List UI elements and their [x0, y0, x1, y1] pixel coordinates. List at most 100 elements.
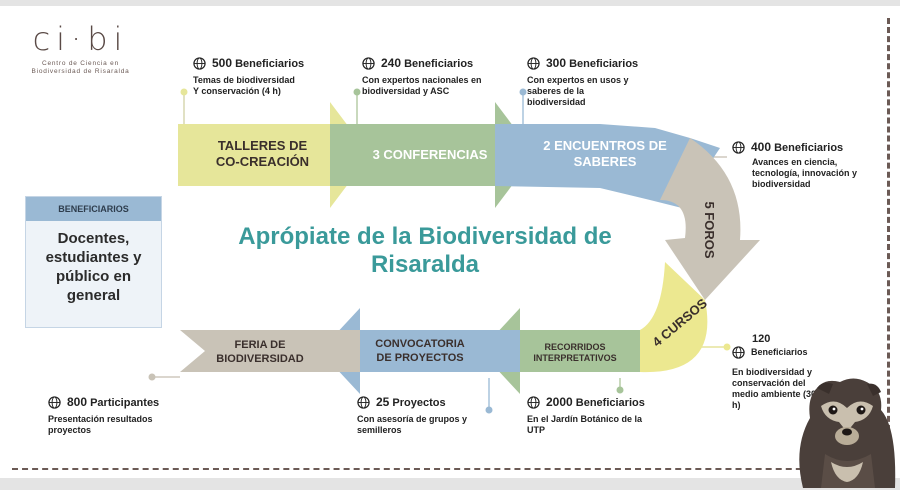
note-desc-line: En biodiversidad y [732, 367, 813, 377]
note-unit: Beneficiarios [774, 142, 844, 154]
note-desc-line: Avances en ciencia, [752, 157, 838, 167]
connector-dot [616, 386, 624, 394]
logo-word: ci·bi [32, 20, 129, 58]
arrow-label-line: RECORRIDOS [544, 342, 606, 352]
note-desc-line: biodiversidad [527, 97, 586, 107]
right-dashed-border [887, 18, 890, 458]
note-unit: Beneficiarios [751, 347, 808, 357]
connector-dot [723, 343, 731, 351]
note-desc-line: saberes de la [527, 86, 585, 96]
note-desc-line: medio ambiente (30 [732, 389, 817, 399]
arrow-label-line: INTERPRETATIVOS [533, 353, 617, 363]
globe-icon [48, 396, 61, 409]
logo-subtitle-line: Biodiversidad de Risaralda [31, 68, 130, 75]
note-conferencias: 240 Beneficiarios Con expertos nacionale… [362, 56, 512, 97]
arrow-shape [660, 138, 760, 300]
note-unit: Beneficiarios [569, 58, 639, 70]
connector-dot [485, 406, 493, 414]
note-convocatoria: 25 Proyectos Con asesoría de grupos y se… [357, 395, 507, 436]
note-desc-line: Con asesoría de grupos y [357, 414, 468, 424]
note-desc-line: Y conservación (4 h) [193, 86, 281, 96]
arrow-label-line: CONVOCATORIA [375, 338, 465, 350]
beneficiarios-line: estudiantes y [45, 249, 142, 266]
arrow-label-line: 5 FOROS [702, 201, 717, 259]
arrow-label-conferencias: 3 CONFERENCIAS [355, 147, 505, 163]
arrow-label-line: 2 ENCUENTROS DE [543, 138, 667, 153]
note-unit: Beneficiarios [404, 58, 474, 70]
globe-icon [527, 57, 540, 70]
note-talleres: 500 Beneficiarios Temas de biodiversidad… [193, 56, 343, 97]
arrow-shape [480, 308, 640, 394]
note-unit: Beneficiarios [235, 58, 305, 70]
beneficiarios-line: público en [56, 268, 131, 285]
note-count: 2000 [546, 395, 573, 409]
globe-icon [362, 57, 375, 70]
arrow-label-talleres: TALLERES DE CO-CREACIÓN [205, 138, 320, 170]
bottom-dashed-border [12, 468, 842, 470]
note-foros: 400 Beneficiarios Avances en ciencia, te… [732, 140, 882, 190]
beneficiarios-box: BENEFICIARIOS Docentes, estudiantes y pú… [25, 196, 162, 328]
bottom-frame [0, 478, 900, 490]
note-cursos: 120 Beneficiarios En biodiversidad y con… [732, 334, 852, 411]
connector-dot [353, 88, 361, 96]
note-unit: Participantes [90, 397, 160, 409]
note-desc-line: biodiversidad [752, 179, 811, 189]
note-desc-line: Con expertos nacionales en [362, 75, 482, 85]
arrow-shape [495, 124, 720, 210]
note-desc-line: Temas de biodiversidad [193, 75, 295, 85]
note-desc-line: conservación del [732, 378, 806, 388]
globe-icon [357, 396, 370, 409]
center-title-line: Aprópiate de la Biodiversidad de [238, 223, 612, 250]
note-desc-line: En el Jardín Botánico de la [527, 414, 643, 424]
note-feria: 800 Participantes Presentación resultado… [48, 395, 198, 436]
bear-illustration [799, 378, 896, 488]
logo-subtitle-line: Centro de Ciencia en [41, 60, 120, 67]
arrow-label-line: BIODIVERSIDAD [216, 353, 304, 365]
beneficiarios-line: Docentes, [57, 230, 130, 247]
arrow-label-line: FERIA DE [234, 339, 286, 351]
note-desc-line: proyectos [48, 425, 92, 435]
note-count: 120 [752, 333, 771, 345]
center-title-line: Risaralda [370, 251, 480, 278]
top-frame [0, 0, 900, 6]
note-desc-line: UTP [527, 425, 545, 435]
arrow-shape [180, 330, 360, 372]
note-unit: Proyectos [392, 397, 446, 409]
note-desc-line: biodiversidad y ASC [362, 86, 450, 96]
center-title: Aprópiate de la Biodiversidad de Risaral… [215, 223, 635, 279]
globe-icon [732, 345, 745, 359]
arrow-label-recorridos: RECORRIDOS INTERPRETATIVOS [510, 342, 640, 364]
beneficiarios-header: BENEFICIARIOS [26, 197, 161, 221]
note-count: 25 [376, 395, 390, 409]
beneficiarios-body: Docentes, estudiantes y público en gener… [26, 221, 161, 305]
arrow-label-line: TALLERES DE [217, 138, 308, 153]
note-encuentros: 300 Beneficiarios Con expertos en usos y… [527, 56, 667, 108]
note-unit: Beneficiarios [575, 397, 645, 409]
arrow-label-convocatoria: CONVOCATORIA DE PROYECTOS [345, 337, 495, 365]
note-count: 240 [381, 56, 402, 70]
arrow-shape [320, 308, 520, 394]
globe-icon [732, 141, 745, 154]
arrow-label-line: CO-CREACIÓN [215, 154, 310, 169]
arrow-shape [330, 102, 535, 208]
arrow-label-line: SABERES [573, 154, 637, 169]
globe-icon [193, 57, 206, 70]
globe-icon [527, 396, 540, 409]
arrow-label-feria: FERIA DE BIODIVERSIDAD [195, 338, 325, 366]
arrow-shape [178, 102, 370, 208]
connector-dot [180, 88, 188, 96]
arrow-label-line: 3 CONFERENCIAS [372, 147, 488, 162]
connector-dot [519, 88, 527, 96]
note-desc-line: tecnología, innovación y [752, 168, 858, 178]
arrow-label-encuentros: 2 ENCUENTROS DE SABERES [535, 138, 675, 170]
note-desc-line: h) [732, 400, 741, 410]
beneficiarios-line: general [66, 287, 121, 304]
arrow-label-foros: 5 FOROS [701, 190, 717, 270]
arrow-label-line: DE PROYECTOS [376, 352, 464, 364]
note-desc-line: semilleros [357, 425, 402, 435]
note-count: 500 [212, 56, 233, 70]
note-desc-line: Presentación resultados [48, 414, 153, 424]
connector-dot [148, 373, 156, 381]
